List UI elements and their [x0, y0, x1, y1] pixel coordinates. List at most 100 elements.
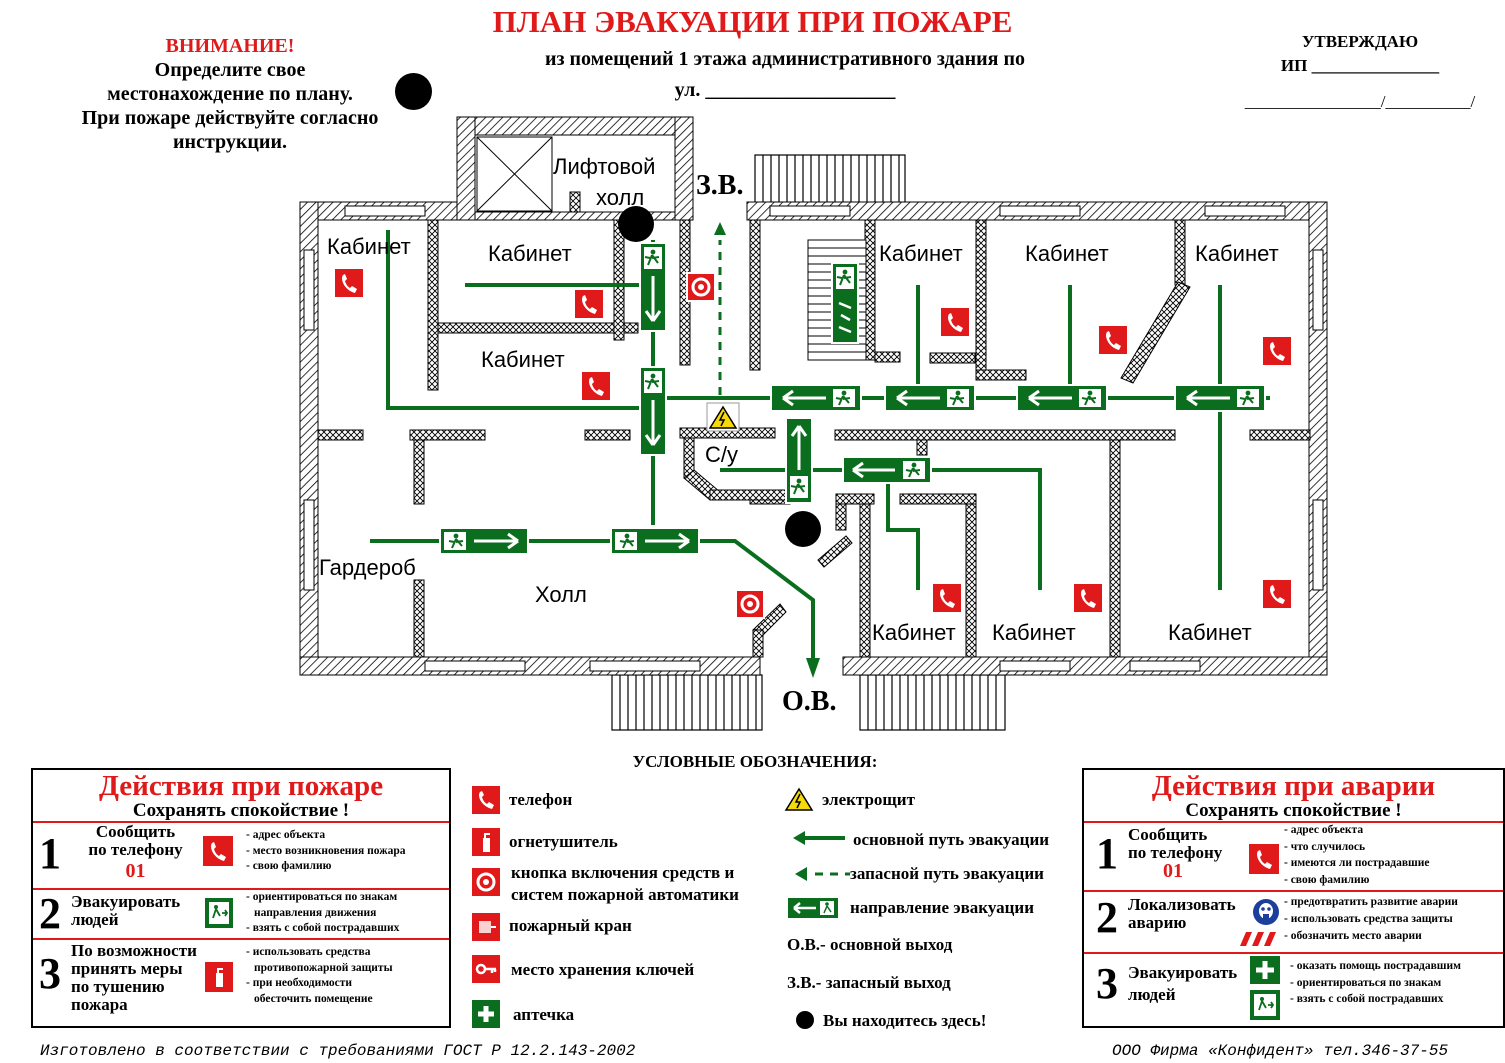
fire-step-3-text-d: пожара [71, 995, 128, 1014]
warning-heading: ВНИМАНИЕ! [165, 35, 295, 57]
direction-sign-right-1 [439, 527, 529, 555]
footer-standard: Изготовлено в соответствии с требованиям… [40, 1042, 636, 1060]
accident-step-2: 2 Локализовать аварию - предотвратить ра… [1084, 890, 1503, 954]
electrical-panel-icon [706, 402, 740, 432]
legend-hydrant-icon [472, 913, 500, 941]
accident-step-3-text-b: людей [1128, 985, 1176, 1004]
direction-signs [439, 242, 1266, 555]
phone-icon [573, 288, 605, 320]
accident-panel-calm: Сохранять спокойствие ! [1084, 801, 1503, 823]
subtitle-line-2: ул. ___________________ [674, 79, 896, 101]
legend-spare-path-label: запасной путь эвакуации [850, 864, 1044, 883]
direction-sign-left-2 [884, 384, 976, 412]
accident-step-1-phone: 01 [1163, 860, 1183, 882]
footer-company: ООО Фирма «Конфидент» тел.346-37-55 [1112, 1042, 1449, 1060]
fire-step-2-text-a: Эвакуировать [71, 892, 181, 911]
legend-main-path-icon [793, 831, 845, 845]
fire-step-1: 1 Сообщить по телефону 01 - адрес объект… [33, 820, 449, 890]
legend-key-icon [472, 955, 500, 983]
fire-step-2-note-1: - ориентироваться по знакам [246, 891, 398, 903]
phone-icons [333, 267, 1293, 614]
accident-step-1: 1 Сообщить по телефону 01 - адрес объект… [1084, 820, 1503, 892]
fire-step-3-note-1: - использовать средства [246, 946, 371, 958]
accident-step-2-text-b: аварию [1128, 913, 1187, 932]
you-are-here-marker-header [395, 73, 432, 110]
approval-line-3: ________________/__________/ [1244, 92, 1476, 111]
accident-step-2-note-3: - обозначить место аварии [1284, 930, 1422, 942]
direction-sign-left-5 [842, 456, 932, 484]
legend-main-exit-label: О.В.- основной выход [787, 935, 953, 954]
fire-step-3-note-2: противопожарной защиты [254, 961, 393, 974]
you-are-here-marker [618, 206, 654, 242]
accident-step-3-note-1: - оказать помощь пострадавшим [1290, 960, 1461, 972]
fire-step-1-note-2: - место возникновения пожара [246, 844, 406, 857]
legend-phone-label: телефон [509, 790, 573, 809]
fire-panel-calm: Сохранять спокойствие ! [33, 801, 449, 823]
room-cabinet-top-3: Кабинет [1025, 241, 1109, 266]
accident-step-2-note-1: - предотвратить развитие аварии [1284, 896, 1458, 908]
phone-icon [931, 582, 963, 614]
legend-you-are-here-icon [796, 1011, 814, 1029]
accident-step-3-note-2: - ориентироваться по знакам [1290, 976, 1442, 989]
room-hall: Холл [535, 582, 587, 607]
accident-step-1-note-4: - свою фамилию [1284, 873, 1370, 886]
room-cabinet-bot-3: Кабинет [1168, 620, 1252, 645]
room-cabinet-top-1: Кабинет [488, 241, 572, 266]
legend-phone-icon [472, 786, 500, 814]
accident-step-1-text-a: Сообщить [1128, 825, 1208, 844]
direction-sign-left-4 [1174, 384, 1266, 412]
fire-step-2-text-b: людей [71, 910, 119, 929]
main-exit-label: О.В. [782, 686, 837, 717]
direction-sign-left-1 [770, 384, 862, 412]
fire-step-1-note-1: - адрес объекта [246, 829, 326, 841]
fire-step-1-text-b: по телефону [88, 840, 183, 859]
legend-aid-label: аптечка [513, 1005, 575, 1024]
legend-main-path-label: основной путь эвакуации [853, 830, 1050, 849]
accident-step-1-note-2: - что случилось [1284, 840, 1366, 853]
phone-icon [1249, 844, 1279, 874]
fire-step-3: 3 По возможности принять меры по тушению… [33, 938, 449, 1024]
fire-step-3-note-3: - при необходимости [246, 977, 353, 989]
fire-step-2-note-3: - взять с собой пострадавших [246, 922, 400, 934]
warning-block: ВНИМАНИЕ! Определите свое местонахождени… [30, 34, 430, 154]
accident-step-3-note-3: - взять с собой пострадавших [1290, 993, 1444, 1005]
plan-title: ПЛАН ЭВАКУАЦИИ ПРИ ПОЖАРЕ [492, 4, 1013, 39]
spare-exit-label: З.В. [696, 170, 744, 201]
accident-actions-panel: Действия при аварии Сохранять спокойстви… [1082, 768, 1505, 1028]
accident-step-1-note-3: - имеются ли пострадавшие [1284, 857, 1430, 869]
warning-line-1: Определите свое [154, 59, 306, 81]
fire-step-2: 2 Эвакуировать людей - ориентироваться п… [33, 888, 449, 940]
first-aid-icon [1250, 956, 1280, 984]
phone-icon [1261, 578, 1293, 610]
fire-step-1-phone: 01 [125, 860, 146, 882]
accident-step-2-text-a: Локализовать [1128, 895, 1236, 914]
legend-direction-label: направление эвакуации [850, 898, 1034, 917]
extinguisher-icon [205, 962, 233, 992]
hazard-stripes-icon [1240, 932, 1276, 946]
room-cabinet-mid: Кабинет [481, 347, 565, 372]
legend-direction-icon [788, 898, 838, 918]
legend-first-aid-icon [472, 1000, 500, 1028]
warning-line-2: местонахождение по плану. [107, 83, 353, 105]
gas-mask-icon [1253, 899, 1279, 925]
phone-icon [333, 267, 365, 299]
legend-button-label-2: систем пожарной автоматики [511, 885, 739, 904]
accident-panel-title: Действия при аварии [1151, 770, 1436, 802]
direction-sign-left-3 [1016, 384, 1108, 412]
room-cabinet-bot-1: Кабинет [872, 620, 956, 645]
legend-icons [472, 786, 850, 1029]
lift-shaft [476, 136, 553, 212]
approval-line-1: УТВЕРЖДАЮ [1301, 32, 1419, 51]
room-lift-hall-2: холл [596, 185, 645, 210]
stairs-top [754, 154, 906, 204]
phone-icon [1072, 582, 1104, 614]
legend-keys-label: место хранения ключей [511, 960, 695, 979]
legend-spare-exit-label: З.В.- запасный выход [787, 973, 951, 992]
fire-step-3-number: 3 [39, 949, 61, 998]
room-cabinet-bot-2: Кабинет [992, 620, 1076, 645]
stairs-bottom [611, 674, 1006, 731]
fire-alarm-button-icon [686, 272, 716, 302]
exit-sign-icon [205, 898, 233, 928]
legend-button-label-1: кнопка включения средств и [511, 863, 735, 882]
direction-sign-up [785, 417, 813, 504]
